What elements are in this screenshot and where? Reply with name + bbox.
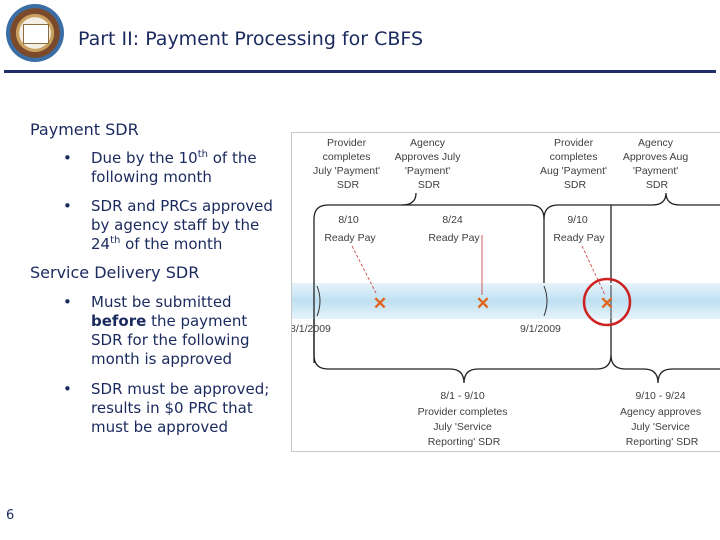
upper-brace-right (543, 192, 720, 220)
bullet-marker: • (63, 149, 72, 167)
month-separator-september (543, 285, 548, 317)
ready-pay-aug24: 8/24 Ready Pay (428, 214, 480, 244)
lower-brace-right (610, 354, 720, 384)
timeline-date-sep: 9/1/2009 (520, 323, 561, 335)
bullet-marker: • (63, 197, 72, 215)
timeline-date-aug: 8/1/2009 (292, 323, 331, 335)
bullet-service-submitted: • Must be submitted before the payment S… (63, 293, 250, 368)
bottom-label-provider: 8/1 - 9/10 Provider completes July 'Serv… (418, 390, 511, 448)
top-label-provider-aug: Provider completes Aug 'Payment' SDR (540, 137, 610, 191)
month-separator-august (316, 285, 321, 317)
ready-pay-aug10: 8/10 Ready Pay (324, 214, 376, 244)
upper-brace-tick-left (401, 192, 417, 206)
bullet-payment-approved: • SDR and PRCs approved by agency staff … (63, 197, 273, 253)
top-label-agency-aug: Agency Approves Aug 'Payment' SDR (623, 137, 691, 191)
top-label-agency-july: Agency Approves July 'Payment' SDR (395, 137, 464, 191)
timeline-diagram: Provider completes July 'Payment' SDR Ag… (291, 132, 720, 452)
ready-pay-sep10: 9/10 Ready Pay (553, 214, 605, 244)
bullet-marker: • (63, 293, 72, 311)
bottom-label-agency: 9/10 - 9/24 Agency approves July 'Servic… (620, 390, 704, 448)
section-heading-payment-sdr: Payment SDR (30, 120, 139, 139)
page-title: Part II: Payment Processing for CBFS (78, 28, 424, 50)
marker-aug24: ✕ (476, 294, 490, 313)
bullet-payment-due: • Due by the 10th of the following month (63, 149, 257, 186)
marker-sep24: ✕ (600, 294, 614, 313)
upper-brace-mid (402, 204, 545, 283)
logo (6, 4, 64, 62)
bullet-marker: • (63, 380, 72, 398)
highlight-circle (582, 277, 632, 327)
leader-line-aug10 (351, 245, 378, 296)
marker-aug10: ✕ (373, 294, 387, 313)
header-divider (4, 70, 716, 73)
page-number: 6 (6, 508, 15, 523)
upper-brace-left (313, 204, 402, 363)
timeline-band (292, 283, 720, 319)
lower-brace-left (313, 319, 612, 384)
top-label-provider-july: Provider completes July 'Payment' SDR (313, 137, 383, 191)
leader-line-sep10 (581, 245, 606, 296)
section-heading-service-delivery-sdr: Service Delivery SDR (30, 263, 200, 282)
bullet-service-approved: • SDR must be approved; results in $0 PR… (63, 380, 270, 436)
